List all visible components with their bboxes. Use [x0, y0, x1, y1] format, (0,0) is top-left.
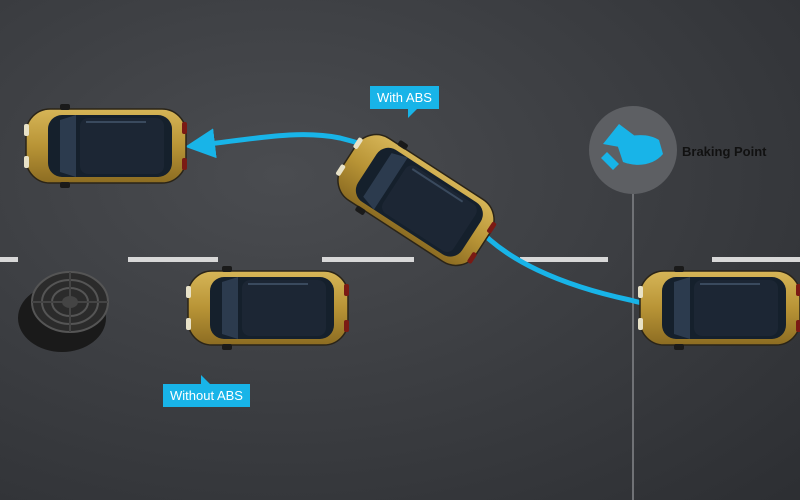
without-abs-label: Without ABS [170, 388, 243, 403]
car-at-braking-point [637, 265, 800, 351]
without-abs-callout: Without ABS [163, 375, 250, 407]
braking-point-icon [589, 106, 677, 194]
with-abs-label: With ABS [377, 90, 432, 105]
car-with-abs-end [23, 103, 188, 189]
with-abs-callout: With ABS [370, 86, 439, 118]
braking-point-label: Braking Point [682, 144, 767, 159]
lane-markings [0, 257, 800, 262]
manhole-icon [18, 271, 109, 352]
car-skid-icon [601, 124, 663, 170]
car-without-abs [185, 265, 350, 351]
